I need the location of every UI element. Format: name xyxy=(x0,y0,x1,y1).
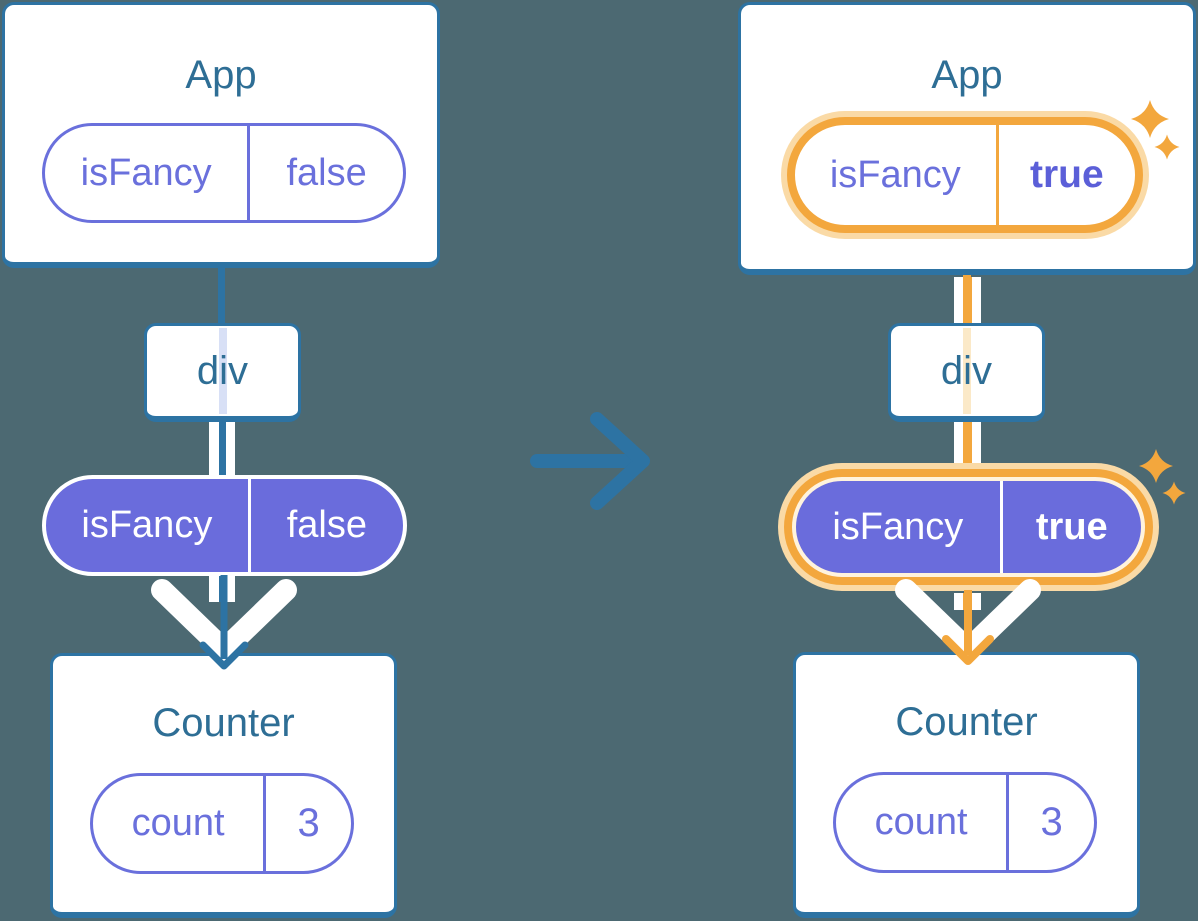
component-title: div xyxy=(196,349,249,393)
state-pill-counter-left: count 3 xyxy=(90,773,354,874)
component-title: App xyxy=(931,53,1003,97)
prop-flow-core-left-lower xyxy=(218,574,226,602)
component-title: Counter xyxy=(895,700,1038,744)
state-name: isFancy xyxy=(829,153,961,196)
state-value: 3 xyxy=(1040,800,1063,844)
prop-name: isFancy xyxy=(81,504,213,546)
state-pill-app-left: isFancy false xyxy=(42,123,406,223)
pill-divider xyxy=(247,479,251,572)
state-value: false xyxy=(286,151,367,194)
prop-flow-tube-left-lower xyxy=(209,574,235,602)
div-node-right: div xyxy=(888,323,1045,422)
state-name: count xyxy=(131,802,225,844)
arrow-head xyxy=(590,412,650,510)
prop-pill-left: isFancy false xyxy=(42,475,407,576)
sparkle-icon xyxy=(1139,449,1173,483)
prop-flow-core-left xyxy=(218,419,226,477)
prop-flow-tube-right-upper xyxy=(954,277,981,325)
prop-pill-right-highlighted: isFancy true xyxy=(792,477,1145,577)
prop-flow-tube-right-lower xyxy=(954,593,981,610)
prop-flow-core-right-lower xyxy=(963,593,972,610)
arrow-right-icon xyxy=(530,412,650,510)
state-value: true xyxy=(1029,153,1104,196)
state-name: isFancy xyxy=(80,151,212,194)
prop-flow-tube-left xyxy=(209,419,235,477)
prop-flow-tube-right-mid xyxy=(954,420,981,470)
component-title: div xyxy=(940,349,993,393)
state-pill-app-right-highlighted: isFancy true xyxy=(787,117,1143,233)
state-name: count xyxy=(874,801,968,843)
div-node-left: div xyxy=(144,323,301,422)
state-passthrough-line xyxy=(218,328,227,414)
component-title: App xyxy=(185,53,257,97)
pill-divider xyxy=(1006,775,1010,870)
sparkle-icon xyxy=(1162,481,1186,505)
prop-value: false xyxy=(286,504,367,546)
pill-divider xyxy=(263,776,267,871)
component-title: Counter xyxy=(152,701,295,745)
prop-name: isFancy xyxy=(832,505,964,548)
state-value: 3 xyxy=(297,801,320,845)
state-line-app-to-div-left xyxy=(218,266,225,326)
pill-divider xyxy=(995,125,999,225)
state-pill-counter-right: count 3 xyxy=(833,772,1097,873)
prop-flow-core-right-mid xyxy=(963,420,972,470)
pill-divider xyxy=(247,126,251,220)
state-passthrough-line xyxy=(962,328,971,414)
pill-divider xyxy=(999,481,1003,573)
prop-flow-core-right-upper xyxy=(963,277,972,325)
prop-value: true xyxy=(1035,505,1108,548)
